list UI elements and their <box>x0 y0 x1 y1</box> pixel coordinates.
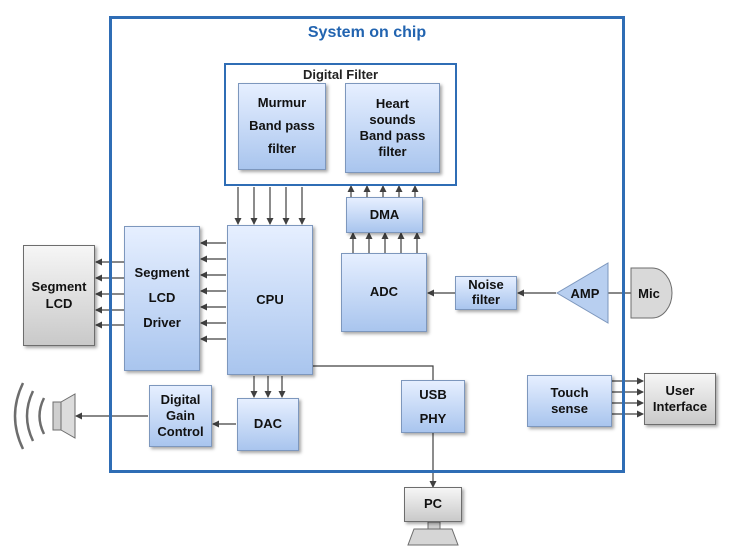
heart-line-3: Band pass <box>359 128 426 143</box>
amp-label: AMP <box>570 286 600 301</box>
noise-line-2: filter <box>471 292 501 307</box>
adc-label: ADC <box>369 284 399 300</box>
lcd-line-2: LCD <box>45 295 73 311</box>
dac-label: DAC <box>253 416 283 432</box>
cpu-block: CPU <box>227 225 313 375</box>
digital-filter-frame <box>224 63 457 186</box>
driver-line-2: LCD <box>148 290 176 306</box>
heart-line-2: sounds <box>369 111 416 127</box>
murmur-line-3: filter <box>267 140 297 156</box>
touch-line-1: Touch <box>550 384 589 400</box>
gain-line-2: Gain <box>166 407 195 423</box>
heart-line-4: filter <box>378 144 407 160</box>
murmur-line-2: Band pass <box>249 118 315 134</box>
usb-line-2: PHY <box>419 410 447 426</box>
pc-monitor: PC <box>404 487 462 522</box>
murmur-band-pass-filter: Murmur Band pass filter <box>238 83 326 170</box>
pc-label: PC <box>423 496 443 512</box>
system-on-chip-frame <box>109 16 625 473</box>
pc-stand <box>407 521 459 546</box>
mic-label: Mic <box>638 286 660 301</box>
heart-sounds-band-pass-filter: Heart sounds Band pass filter <box>345 83 440 173</box>
dac-block: DAC <box>237 398 299 451</box>
ui-line-2: Interface <box>652 399 708 414</box>
segment-lcd-display: Segment LCD <box>23 245 95 346</box>
ui-line-1: User <box>665 382 695 398</box>
digital-filter-title: Digital Filter <box>302 67 379 82</box>
noise-filter-block: Noise filter <box>455 276 517 310</box>
touch-sense-block: Touch sense <box>527 375 612 427</box>
mic-shape <box>630 267 673 319</box>
touch-line-2: sense <box>551 401 588 416</box>
adc-block: ADC <box>341 253 427 332</box>
cpu-to-usb-line <box>313 365 434 380</box>
user-interface-block: User Interface <box>644 373 716 425</box>
speaker-icon <box>13 382 76 450</box>
murmur-line-1: Murmur <box>257 95 307 111</box>
dma-label: DMA <box>369 206 400 222</box>
heart-line-1: Heart <box>375 95 410 111</box>
usb-phy-block: USB PHY <box>401 380 465 433</box>
usb-line-1: USB <box>419 387 447 403</box>
digital-gain-control-block: Digital Gain Control <box>149 385 212 447</box>
lcd-line-1: Segment <box>31 279 87 295</box>
amp-triangle <box>556 262 609 324</box>
cpu-label: CPU <box>256 291 284 307</box>
gain-line-3: Control <box>157 424 204 440</box>
dma-block: DMA <box>346 197 423 233</box>
gain-line-1: Digital <box>160 391 201 407</box>
system-on-chip-title: System on chip <box>307 24 427 41</box>
segment-lcd-driver-block: Segment LCD Driver <box>124 226 200 371</box>
driver-line-1: Segment <box>134 265 190 281</box>
driver-line-3: Driver <box>143 314 181 330</box>
noise-line-1: Noise <box>468 277 504 293</box>
